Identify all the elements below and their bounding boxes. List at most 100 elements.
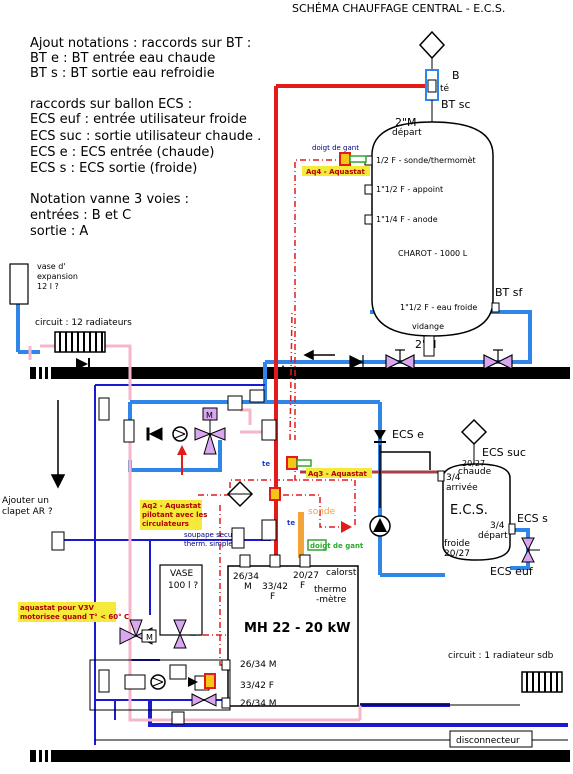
ecs-size: 20/27 <box>462 459 485 468</box>
aquastat-v3v-label: aquastat pour V3V <box>20 604 94 612</box>
tank-ports <box>364 155 500 313</box>
note-line: entrées : B et C <box>30 208 131 223</box>
tank-port-anode: 1"1/4 F - anode <box>376 215 438 224</box>
circulator-pump-icon <box>369 515 391 537</box>
tank-bt-sf: BT sf <box>495 286 523 299</box>
ecs-euf-label: ECS euf <box>490 565 534 578</box>
thermowell-icon <box>349 155 367 163</box>
sensor-probe-icon <box>298 512 304 558</box>
tank-te-label: té <box>440 83 450 94</box>
note-line: ECS e : ECS entrée (chaude) <box>30 145 215 160</box>
check-valve-icon <box>349 355 364 369</box>
circulator-pump-icon <box>150 674 166 690</box>
ecs-name: E.C.S. <box>450 503 488 518</box>
circuit-12-label: circuit : 12 radiateurs <box>35 318 132 328</box>
note-line: BT e : BT entrée eau chaude <box>30 51 215 66</box>
doigt-label: doigt de gant <box>310 542 364 550</box>
aq2-label: circulateurs <box>142 520 189 528</box>
tank-drain <box>423 335 435 357</box>
aquastat-v3v-label: motorisee quand T° < 60° C <box>20 613 129 621</box>
floor-lower <box>30 750 570 762</box>
vase-label: 12 l ? <box>37 282 59 291</box>
vase-label: vase d' <box>37 262 66 271</box>
tank-bt-sc: BT sc <box>441 98 471 111</box>
note-line: ECS s : ECS sortie (froide) <box>30 161 197 176</box>
ecs-arrivee: arrivée <box>446 482 478 493</box>
aquastat-icon <box>339 152 351 166</box>
tank-depart: départ <box>392 127 422 138</box>
aq4-label-bg <box>302 166 370 176</box>
ecs-feed-pipe <box>379 445 431 508</box>
tank-doigt-label: doigt de gant <box>312 144 359 152</box>
boiler-port-size: 20/27 <box>293 571 319 581</box>
check-valve-icon <box>76 358 90 370</box>
ecs-depart: 3/4 <box>490 521 505 531</box>
expansion-vessel-icon <box>9 263 29 305</box>
boiler-circuit-frame <box>89 659 231 711</box>
tank-port-cold: 1"1/2 F - eau froide <box>400 303 477 312</box>
boiler-name: MH 22 - 20 kW <box>244 621 350 636</box>
note-line: BT s : BT sortie eau refroidie <box>30 66 215 81</box>
flow-arrow-icon <box>50 400 66 489</box>
boiler-port-size: 26/34 <box>233 572 259 582</box>
flow-arrow-icon <box>303 349 335 361</box>
gate-valve-icon <box>191 693 217 707</box>
ecs-port <box>508 523 516 535</box>
thermowell-icon <box>307 539 327 551</box>
note-line: ECS suc : sortie utilisateur chaude . <box>30 129 261 144</box>
check-valve-icon <box>188 677 198 687</box>
aq2-label-bg <box>140 500 202 530</box>
disconnector-label: disconnecteur <box>456 736 520 746</box>
dhw-tank <box>442 463 511 561</box>
boiler-port-size: M <box>244 582 252 592</box>
vase-label: expansion <box>37 272 78 281</box>
three-way-valve-icon <box>194 407 226 455</box>
ecs-size: 20/27 <box>444 549 470 559</box>
aq3-label: Aq3 - Aquastat <box>308 470 367 478</box>
boiler-port-size: 26/34 M <box>240 699 277 709</box>
boiler-thermo: thermo <box>314 585 347 595</box>
sonde-label: sonde <box>308 507 336 517</box>
air-vent-icon <box>460 418 488 464</box>
check-valve-icon <box>146 427 163 441</box>
aquastat-icon <box>269 487 281 501</box>
note-line: Ajout notations : raccords sur BT : <box>30 36 251 51</box>
tank-port-sonde: 1/2 F - sonde/thermomèt <box>376 155 476 165</box>
valve-a-label: A <box>280 365 287 375</box>
motor-m-label: M <box>206 411 213 420</box>
aquastat-icon <box>204 673 216 689</box>
valve-fitting-icon <box>51 531 65 551</box>
ecs-suc-label: ECS suc <box>482 446 526 459</box>
boiler <box>227 565 359 707</box>
disconnector-box <box>449 730 533 748</box>
ecs-chaude: chaude <box>458 467 492 477</box>
boiler-calorst: calorst <box>326 568 357 578</box>
motor-m-label: M <box>146 633 153 642</box>
ajouter-label: Ajouter un <box>2 496 49 506</box>
vase100-label: 100 l ? <box>168 581 198 591</box>
notation-notes: Ajout notations : raccords sur BT : BT e… <box>30 36 261 239</box>
aquastat-icon <box>286 456 298 470</box>
boiler-port-size: 33/42 F <box>240 681 274 691</box>
aq2-label: pilotant avec les <box>142 511 207 519</box>
soupape-label: soupape secu <box>184 531 232 539</box>
ecs-e-label: ECS e <box>392 428 424 441</box>
boiler-port-size: F <box>300 581 305 591</box>
tank-b-label: B <box>452 69 460 82</box>
boiler-port-size: 26/34 M <box>240 660 277 670</box>
filter-icon <box>226 480 254 508</box>
ecs-froide: froide <box>444 539 470 549</box>
circuit-1-label: circuit : 1 radiateur sdb <box>448 651 554 661</box>
air-vent-icon <box>418 30 446 122</box>
gate-valve-icon <box>385 349 415 370</box>
radiator-icon <box>54 331 106 353</box>
tank-vidange: vidange <box>412 322 444 331</box>
soupape-label: therm. simple <box>184 540 233 548</box>
gate-valve-icon <box>483 349 513 370</box>
ecs-s-label: ECS s <box>517 512 548 525</box>
radiator-icon <box>521 671 563 693</box>
boiler-port-size: F <box>270 592 275 602</box>
aq2-label: Aq2 - Aquastat <box>142 502 201 510</box>
ecs-depart: départ <box>478 530 508 541</box>
